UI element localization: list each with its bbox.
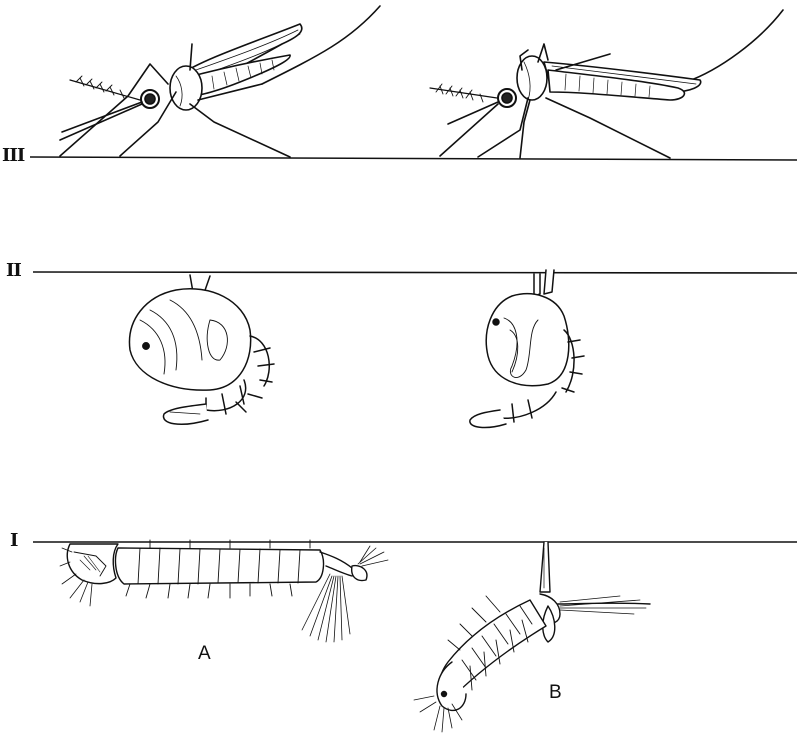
column-label-a: A — [198, 643, 211, 665]
stage-label-adult: III — [2, 145, 24, 166]
stage-label-larva: I — [10, 530, 17, 551]
stage-label-pupa: II — [6, 260, 21, 281]
water-line-adult-stage — [30, 157, 797, 160]
larva-a — [60, 540, 388, 642]
adult-mosquito-a — [60, 6, 380, 157]
adult-mosquito-b — [430, 10, 783, 158]
column-label-b: B — [549, 682, 562, 704]
pupa-a — [129, 275, 274, 424]
larva-b — [414, 542, 650, 732]
water-line-pupa-stage — [33, 272, 797, 273]
pupa-b — [470, 270, 584, 427]
